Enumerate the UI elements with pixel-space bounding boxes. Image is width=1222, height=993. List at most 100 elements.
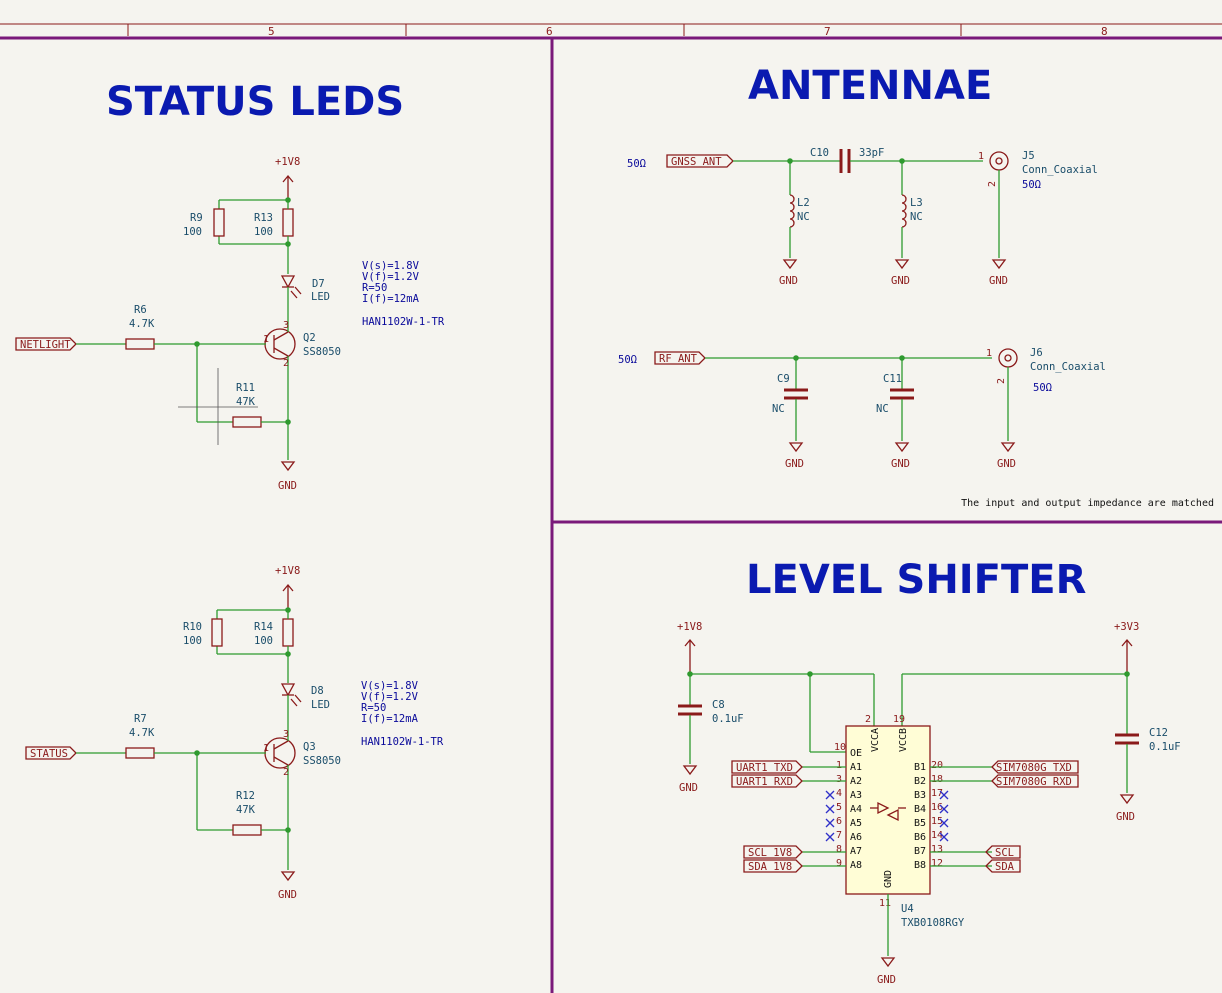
- r12-ref: R12: [236, 790, 255, 802]
- svg-text:2: 2: [865, 714, 871, 725]
- status-led-circuit-2: +1V8 R10 100 R14 100 D8 LED V(s)=1.8V V(…: [25, 565, 444, 901]
- c12-value: 0.1uF: [1149, 741, 1181, 753]
- note-vs: V(s)=1.8V: [362, 260, 420, 272]
- note-vf: V(f)=1.2V: [361, 691, 419, 703]
- svg-text:A5: A5: [850, 818, 862, 829]
- svg-text:A7: A7: [850, 846, 862, 857]
- r13-value: 100: [254, 226, 273, 238]
- level-shifter-circuit: +1V8 C8 0.1uF GND +3V3 C12 0.1uF GND: [677, 621, 1181, 986]
- gnd-label: GND: [891, 458, 910, 470]
- u4-body: [845, 725, 931, 895]
- svg-text:2: 2: [996, 378, 1007, 384]
- gnd-label: GND: [877, 974, 896, 986]
- power-3v3-label: +3V3: [1114, 621, 1139, 633]
- impedance-note: 50Ω: [627, 158, 646, 170]
- sim7080g-rxd-label: SIM7080G_RXD: [996, 776, 1072, 788]
- j5-impedance: 50Ω: [1022, 179, 1041, 191]
- note-part: HAN1102W-1-TR: [361, 736, 444, 748]
- q3-ref: Q3: [303, 741, 316, 753]
- svg-text:B1: B1: [914, 762, 926, 773]
- c10-ref: C10: [810, 147, 829, 159]
- impedance-note: 50Ω: [618, 354, 637, 366]
- gnd-label: GND: [997, 458, 1016, 470]
- rf-ant-label: RF_ANT: [659, 353, 698, 365]
- gnss-ant-label: GNSS_ANT: [671, 156, 722, 168]
- d8-ref: D8: [311, 685, 324, 697]
- u4-value: TXB0108RGY: [901, 917, 965, 929]
- d7-ref: D7: [312, 278, 325, 290]
- sda-1v8-label: SDA_1V8: [748, 861, 792, 873]
- svg-text:1: 1: [263, 743, 269, 754]
- scl-label: SCL: [995, 847, 1014, 859]
- r11-value: 47K: [236, 396, 256, 408]
- svg-text:1: 1: [263, 334, 269, 345]
- q3-value: SS8050: [303, 755, 341, 767]
- svg-text:A4: A4: [850, 804, 862, 815]
- svg-text:B6: B6: [914, 832, 926, 843]
- r9-value: 100: [183, 226, 202, 238]
- svg-text:3: 3: [836, 774, 842, 785]
- svg-text:15: 15: [931, 816, 943, 827]
- power-label: +1V8: [275, 565, 300, 577]
- svg-text:B5: B5: [914, 818, 926, 829]
- status-net-label: STATUS: [30, 748, 68, 760]
- impedance-matched-note: The input and output impedance are match…: [961, 498, 1214, 509]
- note-part: HAN1102W-1-TR: [362, 316, 445, 328]
- svg-text:B8: B8: [914, 860, 926, 871]
- svg-text:VCCB: VCCB: [898, 728, 909, 752]
- d7-value: LED: [311, 291, 330, 303]
- uart1-txd-label: UART1_TXD: [736, 762, 793, 774]
- j6-impedance: 50Ω: [1033, 382, 1052, 394]
- r12-value: 47K: [236, 804, 256, 816]
- c11-value: NC: [876, 403, 889, 415]
- title-status-leds: STATUS LEDS: [106, 79, 404, 125]
- svg-text:12: 12: [931, 858, 943, 869]
- r11-ref: R11: [236, 382, 255, 394]
- r14-ref: R14: [254, 621, 273, 633]
- antenna-gnss-circuit: 50Ω GNSS_ANT C10 33pF L2 NC GND L3 NC GN…: [627, 147, 1098, 287]
- j6-ref: J6: [1030, 347, 1043, 359]
- svg-text:7: 7: [836, 830, 842, 841]
- svg-text:1: 1: [978, 151, 984, 162]
- r13-ref: R13: [254, 212, 273, 224]
- status-led-circuit-1: +1V8 R9 100 R13 100 D7 LED V(s)=1.8V V(f…: [15, 156, 445, 492]
- gnd-label: GND: [1116, 811, 1135, 823]
- svg-text:B4: B4: [914, 804, 926, 815]
- svg-text:B2: B2: [914, 776, 926, 787]
- note-r: R=50: [362, 282, 387, 294]
- gnd-label: GND: [785, 458, 804, 470]
- svg-text:A8: A8: [850, 860, 862, 871]
- col-6: 6: [546, 25, 553, 38]
- title-antennae: ANTENNAE: [748, 63, 992, 109]
- c9-value: NC: [772, 403, 785, 415]
- r9-ref: R9: [190, 212, 203, 224]
- gnd-label: GND: [891, 275, 910, 287]
- uart1-rxd-label: UART1_RXD: [736, 776, 793, 788]
- svg-text:A6: A6: [850, 832, 862, 843]
- j5-ref: J5: [1022, 150, 1035, 162]
- sim7080g-txd-label: SIM7080G_TXD: [996, 762, 1072, 774]
- gnd-label: GND: [278, 889, 297, 901]
- svg-text:8: 8: [836, 844, 842, 855]
- svg-text:2: 2: [987, 181, 998, 187]
- svg-text:3: 3: [283, 320, 289, 331]
- svg-text:A3: A3: [850, 790, 862, 801]
- r7-ref: R7: [134, 713, 147, 725]
- svg-text:1: 1: [986, 348, 992, 359]
- scl-1v8-label: SCL_1V8: [748, 847, 792, 859]
- col-5: 5: [268, 25, 275, 38]
- note-r: R=50: [361, 702, 386, 714]
- col-8: 8: [1101, 25, 1108, 38]
- l3-ref: L3: [910, 197, 923, 209]
- svg-text:13: 13: [931, 844, 943, 855]
- gnd-label: GND: [278, 480, 297, 492]
- svg-text:A1: A1: [850, 762, 862, 773]
- svg-text:5: 5: [836, 802, 842, 813]
- c12-ref: C12: [1149, 727, 1168, 739]
- c8-value: 0.1uF: [712, 713, 744, 725]
- r7-value: 4.7K: [129, 727, 155, 739]
- sheet-frame: 5 6 7 8: [0, 23, 1222, 993]
- svg-text:6: 6: [836, 816, 842, 827]
- c11-ref: C11: [883, 373, 902, 385]
- svg-text:19: 19: [893, 714, 905, 725]
